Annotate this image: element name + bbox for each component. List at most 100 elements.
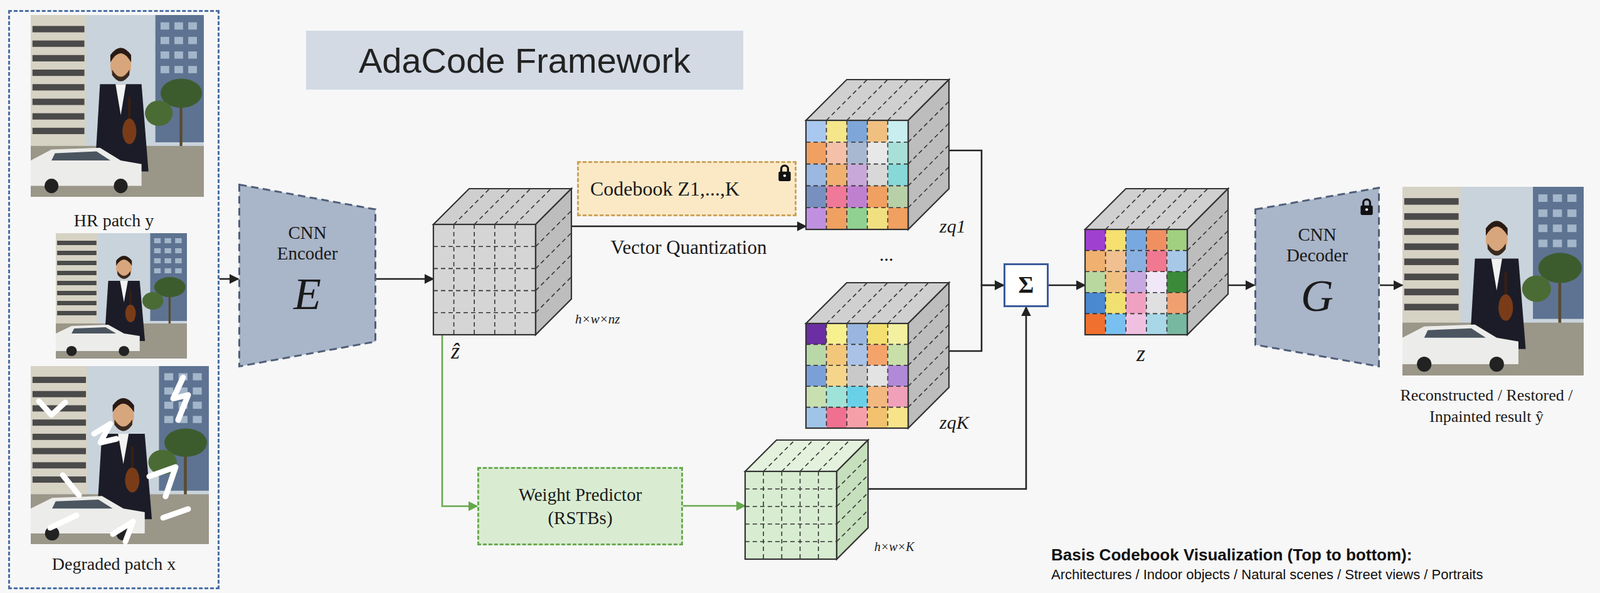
cube-grid	[433, 312, 536, 314]
cube-grid	[1146, 188, 1188, 230]
cube-grid	[1125, 188, 1167, 230]
cube-front	[1085, 229, 1188, 335]
ellipsis-mark: ...	[879, 243, 894, 266]
cube-cell	[805, 142, 827, 165]
cube-grid	[887, 282, 929, 324]
cube-grid	[836, 475, 869, 507]
cube-grid	[800, 440, 832, 472]
cube-cell	[867, 142, 889, 165]
cube-cell	[474, 224, 495, 247]
cube-grid	[817, 471, 820, 560]
mask-scribbles	[38, 401, 66, 416]
cube-cell	[867, 386, 889, 408]
mask-scribbles	[62, 475, 80, 496]
cube-grid	[433, 268, 536, 270]
cube-cell	[1166, 229, 1188, 251]
cube-cell	[494, 291, 516, 313]
cube-cell	[494, 224, 516, 247]
cube-cell	[826, 323, 848, 345]
cube-cell	[745, 524, 764, 542]
cube-grid	[454, 188, 490, 225]
cube-cell	[887, 323, 909, 345]
cube-cell	[514, 224, 536, 247]
cube-cell	[1105, 250, 1127, 273]
cube-cell	[867, 365, 889, 387]
visualization-note: Architectures / Indoor objects / Natural…	[1051, 566, 1483, 584]
cube-cell	[763, 524, 782, 542]
cube-cell	[763, 541, 782, 560]
cube-grid	[535, 232, 572, 269]
cube-grid	[805, 365, 909, 367]
codebook-box: Codebook Z1,...,K	[577, 161, 797, 217]
cube-cell	[867, 164, 889, 187]
cube-grid	[514, 188, 551, 225]
cube-cell	[1105, 292, 1127, 315]
mask-scribbles	[112, 521, 133, 542]
cube-grid	[535, 255, 572, 292]
cube-cell	[846, 185, 868, 208]
cube-cell	[1166, 313, 1188, 335]
cube-shape	[745, 440, 869, 560]
cube-grid	[908, 345, 949, 387]
cube-grid	[867, 282, 909, 324]
cube-cell	[494, 312, 516, 335]
cube-cell	[805, 344, 827, 366]
cube-cell	[867, 323, 889, 345]
cube-grid	[846, 120, 848, 230]
cube-grid	[494, 188, 531, 225]
cube-grid	[908, 303, 949, 345]
cube-cell	[887, 185, 909, 208]
cube-cell	[454, 224, 475, 247]
quantized-cube: zq1	[805, 79, 949, 230]
cube-cell	[867, 344, 889, 366]
cube-grid	[1187, 210, 1229, 251]
cube-cell	[846, 365, 868, 387]
block-symbol: E	[260, 271, 355, 317]
cube-cell	[1105, 229, 1127, 251]
hr-photo	[30, 15, 204, 197]
connector-group	[219, 150, 1403, 507]
cube-cell	[800, 524, 819, 542]
cube-cell	[454, 246, 475, 269]
lr-photo	[55, 233, 187, 359]
mask-scribbles	[94, 423, 117, 443]
cube-grid	[908, 166, 949, 208]
cube-cell	[1125, 313, 1147, 335]
cube-grid	[1085, 270, 1188, 273]
cube-cell	[887, 120, 909, 143]
degraded-photo	[30, 366, 209, 545]
cube-grid	[433, 290, 536, 292]
cube-cell	[800, 471, 819, 490]
cube-shape	[805, 282, 949, 429]
patch-label: HR patch y	[10, 210, 218, 232]
cube-cell	[474, 246, 495, 269]
sum-symbol: Σ	[1018, 270, 1035, 300]
cube-grid	[433, 245, 536, 248]
cube-cell	[433, 291, 455, 313]
cube-cell	[887, 207, 909, 230]
cube-grid	[781, 471, 783, 560]
cube-side	[836, 440, 869, 560]
codebook-name: Codebook Z1,...,K	[590, 176, 740, 201]
cube-grid	[1166, 188, 1208, 230]
cube-grid	[1145, 229, 1148, 335]
cube-grid	[1187, 272, 1229, 314]
cube-cell	[1146, 271, 1168, 293]
cube-cell	[433, 246, 455, 269]
cube-cell	[1125, 229, 1147, 251]
cube-cell	[805, 207, 827, 230]
cube-cell	[826, 386, 848, 408]
cube-cell	[887, 164, 909, 187]
cube-grid	[1105, 188, 1147, 230]
cube-cell	[474, 291, 495, 313]
trapezoid-outline	[1255, 188, 1380, 367]
lock-icon	[778, 165, 791, 182]
cube-grid	[887, 79, 929, 121]
cube-cell	[826, 365, 848, 387]
cube-grid	[805, 185, 909, 187]
cube-grid	[866, 120, 869, 230]
cube-grid	[762, 471, 764, 560]
cube-cell	[887, 386, 909, 408]
cube-cell	[433, 224, 455, 247]
cube-cell	[745, 541, 764, 560]
